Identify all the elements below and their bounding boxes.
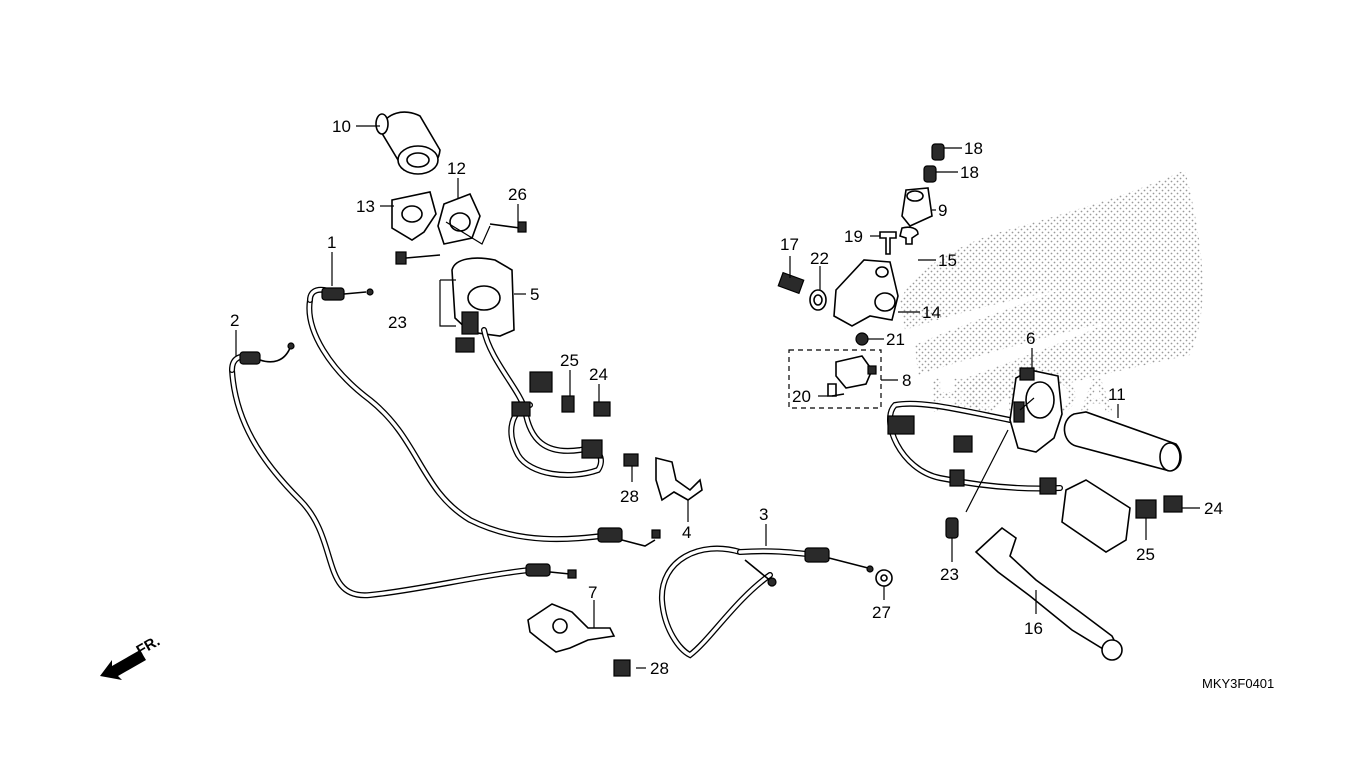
callout-3: 3	[759, 505, 768, 524]
part-screw-26	[489, 221, 527, 233]
part-clutch-lever-16	[974, 526, 1123, 661]
callout-24-right: 24	[1204, 499, 1223, 518]
callout-10: 10	[332, 117, 351, 136]
callout-13: 13	[356, 197, 375, 216]
callout-6: 6	[1026, 329, 1035, 348]
leader-lines	[235, 125, 1200, 669]
callout-28-lower: 28	[650, 659, 669, 678]
part-left-handlebar-switch	[451, 257, 604, 478]
callout-4: 4	[682, 523, 691, 542]
callout-2: 2	[230, 311, 239, 330]
callout-9: 9	[938, 201, 947, 220]
callout-22: 22	[810, 249, 829, 268]
part-clutch-switch-8	[788, 349, 882, 409]
callout-23-left: 23	[388, 313, 407, 332]
part-bolt-28-upper	[623, 453, 639, 467]
callout-18-upper: 18	[964, 139, 983, 158]
callout-8: 8	[902, 371, 911, 390]
callout-11: 11	[1108, 385, 1126, 404]
part-throttle-cable-2	[229, 342, 577, 599]
part-nut-27	[875, 569, 893, 587]
callout-7: 7	[588, 583, 597, 602]
callout-24-left: 24	[589, 365, 608, 384]
part-bracket-7	[527, 603, 616, 653]
part-screw-23-right	[945, 517, 959, 539]
part-nut-21	[855, 332, 869, 346]
callout-20: 20	[792, 387, 811, 406]
part-clamp-4	[655, 456, 703, 502]
part-connectors-right	[1135, 495, 1183, 519]
callout-25-right: 25	[1136, 545, 1155, 564]
callout-labels: 10 12 13 26 1 5 23 2 25 24 28 4 3 7 27 2…	[230, 117, 1223, 678]
part-bolt-28-lower	[613, 659, 631, 677]
part-holder-9	[901, 187, 933, 227]
callout-5: 5	[530, 285, 539, 304]
callout-17: 17	[780, 235, 799, 254]
drawing-code: MKY3F0401	[1202, 676, 1274, 691]
front-direction-arrow: FR.	[100, 633, 163, 680]
callout-1: 1	[327, 233, 336, 252]
part-lever-holder-14	[833, 259, 899, 327]
part-screw-23-left	[395, 251, 456, 327]
part-right-handlebar-switch	[887, 367, 1131, 553]
part-clutch-cable-3	[658, 545, 874, 659]
part-left-grip	[375, 111, 441, 175]
callout-19: 19	[844, 227, 863, 246]
callout-12: 12	[447, 159, 466, 178]
callout-26: 26	[508, 185, 527, 204]
part-throttle-cable-1	[306, 286, 661, 547]
callout-23-right: 23	[940, 565, 959, 584]
callout-27: 27	[872, 603, 891, 622]
part-screws-19-15	[879, 226, 919, 255]
callout-18-lower: 18	[960, 163, 979, 182]
callout-25-left: 25	[560, 351, 579, 370]
part-bolt-17-washer-22	[777, 271, 827, 311]
part-screws-18	[923, 143, 945, 183]
callout-15: 15	[938, 251, 957, 270]
callout-28-upper: 28	[620, 487, 639, 506]
callout-14: 14	[922, 303, 941, 322]
part-connectors-left	[561, 395, 611, 417]
part-switch-housing-halves	[391, 191, 481, 245]
part-right-grip	[1063, 411, 1182, 472]
callout-16: 16	[1024, 619, 1043, 638]
callout-21: 21	[886, 330, 905, 349]
